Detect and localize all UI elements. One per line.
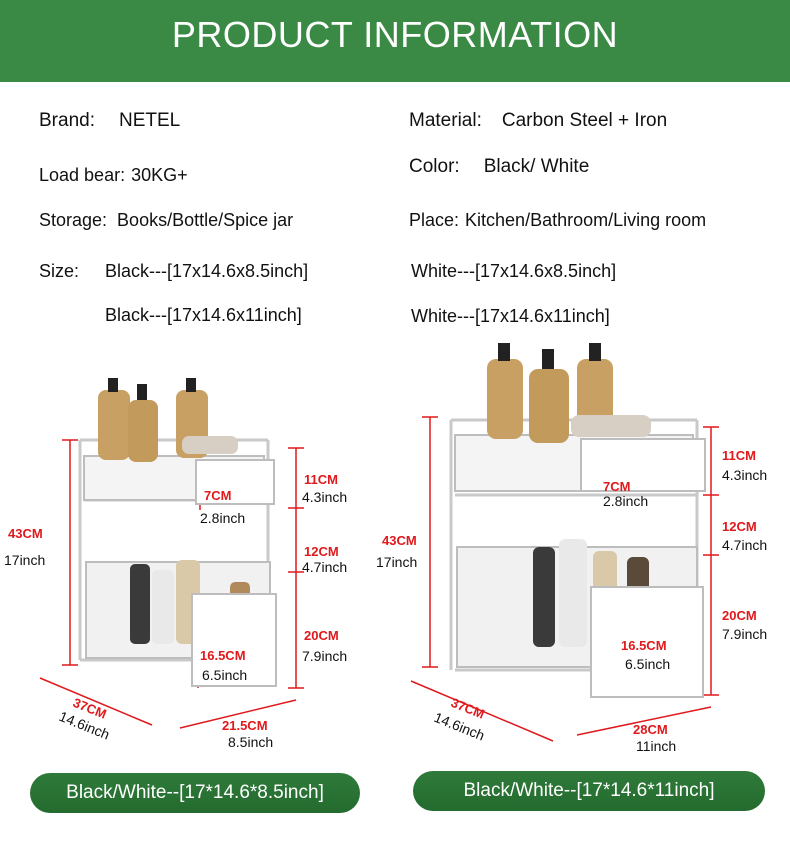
storage-label: Storage: [39,210,108,230]
size-white-large: White---[17x14.6x11inch] [411,306,610,326]
left-top-basket-front [195,459,275,505]
right-top-in: 4.3inch [722,467,767,483]
left-mid-cm: 12CM [304,544,339,559]
left-top-bottles [98,378,238,462]
storage-value: Books/Bottle/Spice jar [117,210,294,230]
right-front-bot-cm: 16.5CM [621,638,667,653]
left-bottom-basket-front [191,593,277,687]
left-mid-in: 4.7inch [302,559,347,575]
storage-row: Storage: Books/Bottle/Spice jar [39,210,293,231]
right-height-cm: 43CM [382,533,417,548]
left-front-bot-cm: 16.5CM [200,648,246,663]
color-row: Color: Black/ White [409,156,589,178]
right-product-figure: 43CM 17inch 11CM 4.3inch 12CM 4.7inch 20… [376,343,767,754]
right-bot-in: 7.9inch [722,626,767,642]
left-height-in: 17inch [4,552,45,568]
place-row: Place:Kitchen/Bathroom/Living room [409,210,706,231]
material-value: Carbon Steel + Iron [501,110,668,131]
right-mid-cm: 12CM [722,519,757,534]
load-value: 30KG+ [131,165,188,185]
brand-row: Brand: NETEL [39,110,180,132]
brand-value: NETEL [118,110,181,131]
left-front-top-in: 2.8inch [200,510,245,526]
right-top-cm: 11CM [722,448,756,463]
header-banner: PRODUCT INFORMATION [0,0,790,82]
load-label: Load bear: [39,165,126,185]
right-bottom-basket-front [590,586,704,698]
right-bot-cm: 20CM [722,608,757,623]
left-top-in: 4.3inch [302,489,347,505]
right-width-in: 11inch [636,738,676,754]
brand-label: Brand: [39,110,95,131]
right-front-bot-in: 6.5inch [625,656,670,672]
left-width-in: 8.5inch [228,734,273,750]
left-front-top-cm: 7CM [204,488,231,503]
right-front-top-cm: 7CM [603,479,630,494]
right-front-top-in: 2.8inch [603,493,648,509]
right-width-cm: 28CM [633,722,668,737]
size-label: Size: [39,261,80,281]
left-size-label: Black/White--[17*14.6*8.5inch] [30,773,360,813]
material-row: Material: Carbon Steel + Iron [409,110,667,132]
color-value: Black/ White [483,156,590,177]
left-bot-in: 7.9inch [302,648,347,664]
size-black-small: Black---[17x14.6x8.5inch] [105,261,309,281]
right-top-bottles [487,343,651,443]
right-height-in: 17inch [376,554,417,570]
size-white-small: White---[17x14.6x8.5inch] [411,261,617,281]
load-row: Load bear:30KG+ [39,165,188,186]
page-title: PRODUCT INFORMATION [171,14,619,55]
size-black-large: Black---[17x14.6x11inch] [105,305,302,325]
left-product-figure: 43CM 17inch 11CM 4.3inch 12CM 4.7inch 20… [4,378,347,750]
right-size-label: Black/White--[17*14.6*11inch] [413,771,765,811]
left-front-bot-in: 6.5inch [202,667,247,683]
left-width-cm: 21.5CM [222,718,268,733]
right-mid-in: 4.7inch [722,537,767,553]
place-label: Place: [409,210,460,230]
color-label: Color: [409,156,460,177]
left-bot-cm: 20CM [304,628,339,643]
place-value: Kitchen/Bathroom/Living room [465,210,707,230]
right-top-basket-front [580,438,706,492]
material-label: Material: [409,110,482,131]
left-height-cm: 43CM [8,526,43,541]
left-top-cm: 11CM [304,472,338,487]
